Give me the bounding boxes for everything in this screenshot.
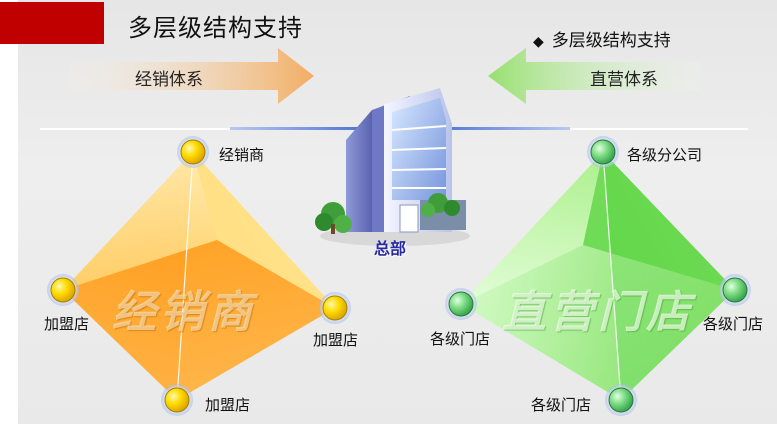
node-left-right [319, 292, 351, 324]
right-arrow [488, 48, 700, 104]
left-right-node-label: 加盟店 [313, 331, 359, 349]
node-left-bottom [161, 384, 193, 416]
right-pyramid-watermark: 直营门店 [502, 287, 694, 338]
subtitle: ◆ 多层级结构支持 [533, 26, 671, 51]
left-arrow-label: 经销体系 [135, 70, 203, 90]
node-left-left [47, 274, 79, 306]
right-top-node-label: 各级分公司 [627, 146, 703, 164]
brand-red-bar [0, 2, 104, 44]
right-pyramid [461, 151, 735, 401]
left-arrow [70, 48, 314, 104]
diamond-bullet-icon: ◆ [533, 34, 544, 50]
subtitle-text: 多层级结构支持 [551, 31, 671, 51]
node-right-left [445, 288, 477, 320]
headquarters-building-icon [315, 88, 470, 246]
left-top-node-label: 经销商 [219, 146, 265, 164]
hq-label: 总部 [374, 239, 407, 258]
right-right-node-label: 各级门店 [703, 315, 764, 333]
left-left-node-label: 加盟店 [44, 315, 90, 333]
node-right-right [719, 274, 751, 306]
node-right-bottom [605, 384, 637, 416]
page-title: 多层级结构支持 [128, 14, 303, 42]
right-arrow-label: 直营体系 [590, 70, 658, 90]
node-right-top [587, 136, 619, 168]
left-pyramid [63, 151, 335, 401]
left-pyramid-watermark: 经销商 [112, 287, 256, 338]
right-bottom-node-label: 各级门店 [531, 396, 592, 414]
right-left-node-label: 各级门店 [430, 330, 491, 348]
left-bottom-node-label: 加盟店 [205, 396, 251, 414]
node-left-top [177, 136, 209, 168]
